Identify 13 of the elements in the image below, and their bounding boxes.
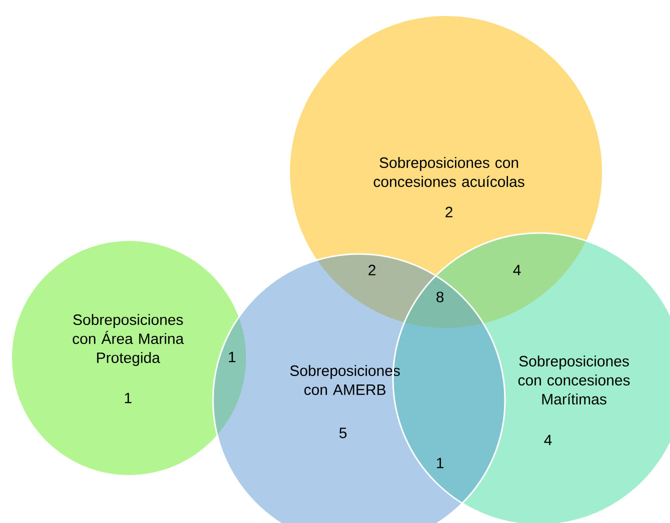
count-label: 2	[368, 264, 376, 276]
count-label: 4	[544, 434, 552, 446]
count-label: 2	[446, 206, 452, 218]
count-label: 1	[228, 352, 236, 362]
count-label: 1	[124, 392, 132, 404]
category-label: Sobreposiciones con concesiones Marítimas	[518, 356, 630, 404]
category-label: Sobreposiciones con Área Marina Protegida	[72, 314, 184, 366]
count-label: 4	[513, 264, 521, 276]
count-label: 8	[436, 292, 444, 302]
category-label: Sobreposiciones con concesiones acuícolas	[374, 157, 524, 187]
count-label: 1	[436, 458, 444, 468]
count-label: 5	[339, 428, 347, 438]
category-label: Sobreposiciones con AMERB	[290, 365, 400, 395]
